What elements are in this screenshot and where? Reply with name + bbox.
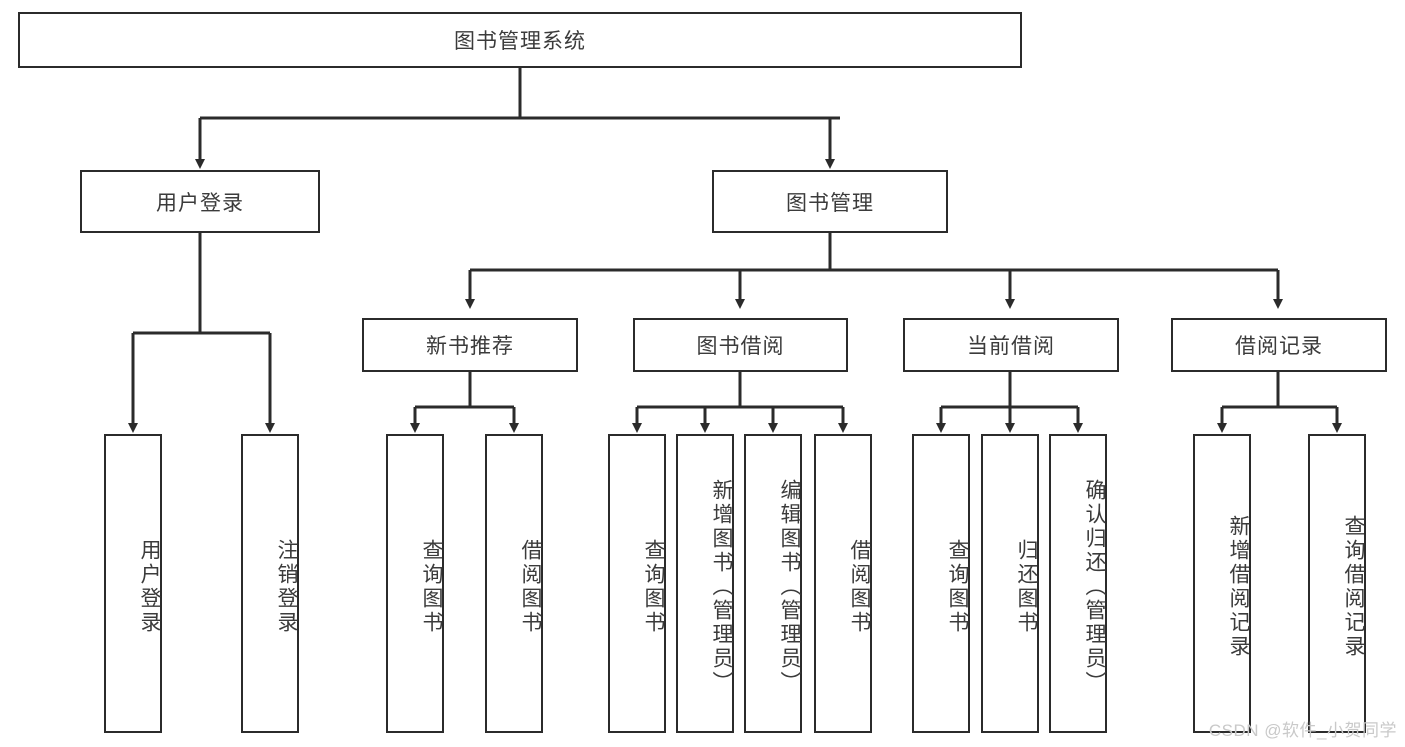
node-new-book-recommend[interactable]: 新书推荐 (362, 318, 578, 372)
node-label: 注销登录 (275, 538, 298, 635)
node-label: 图书管理系统 (454, 30, 586, 53)
leaf-query-borrow-record[interactable]: 查询借阅记录 (1308, 434, 1366, 733)
node-label: 新增借阅记录 (1227, 514, 1250, 659)
leaf-query-book-recommend[interactable]: 查询图书 (386, 434, 444, 733)
leaf-borrow-book-recommend[interactable]: 借阅图书 (485, 434, 543, 733)
node-root-book-management-system[interactable]: 图书管理系统 (18, 12, 1022, 68)
node-label: 查询图书 (946, 538, 969, 635)
node-label: 借阅图书 (848, 538, 871, 635)
csdn-watermark: CSDN @软件_小贺同学 (1208, 721, 1397, 740)
leaf-borrow-book[interactable]: 借阅图书 (814, 434, 872, 733)
leaf-confirm-return-admin[interactable]: 确认归还（管理员） (1049, 434, 1107, 733)
node-label: 新增图书（管理员） (710, 478, 733, 695)
node-label: 编辑图书（管理员） (778, 478, 801, 695)
node-label: 查询图书 (642, 538, 665, 635)
leaf-query-book-borrow[interactable]: 查询图书 (608, 434, 666, 733)
node-current-borrow[interactable]: 当前借阅 (903, 318, 1119, 372)
leaf-add-borrow-record[interactable]: 新增借阅记录 (1193, 434, 1251, 733)
node-book-borrow[interactable]: 图书借阅 (633, 318, 848, 372)
node-label: 用户登录 (156, 191, 244, 215)
node-label: 查询借阅记录 (1342, 514, 1365, 659)
node-label: 查询图书 (420, 538, 443, 635)
node-user-login[interactable]: 用户登录 (80, 170, 320, 233)
node-label: 确认归还（管理员） (1083, 478, 1106, 695)
node-label: 用户登录 (138, 538, 161, 635)
leaf-add-book-admin[interactable]: 新增图书（管理员） (676, 434, 734, 733)
leaf-query-book-current[interactable]: 查询图书 (912, 434, 970, 733)
leaf-user-login[interactable]: 用户登录 (104, 434, 162, 733)
node-label: 归还图书 (1015, 538, 1038, 635)
node-borrow-records[interactable]: 借阅记录 (1171, 318, 1387, 372)
node-label: 图书管理 (786, 191, 874, 215)
node-label: 当前借阅 (967, 335, 1055, 358)
node-label: 新书推荐 (426, 335, 514, 358)
node-label: 图书借阅 (696, 335, 785, 358)
node-label: 借阅记录 (1235, 335, 1323, 358)
leaf-edit-book-admin[interactable]: 编辑图书（管理员） (744, 434, 802, 733)
leaf-logout-login[interactable]: 注销登录 (241, 434, 299, 733)
node-book-management[interactable]: 图书管理 (712, 170, 948, 233)
leaf-return-book[interactable]: 归还图书 (981, 434, 1039, 733)
node-label: 借阅图书 (519, 538, 542, 635)
